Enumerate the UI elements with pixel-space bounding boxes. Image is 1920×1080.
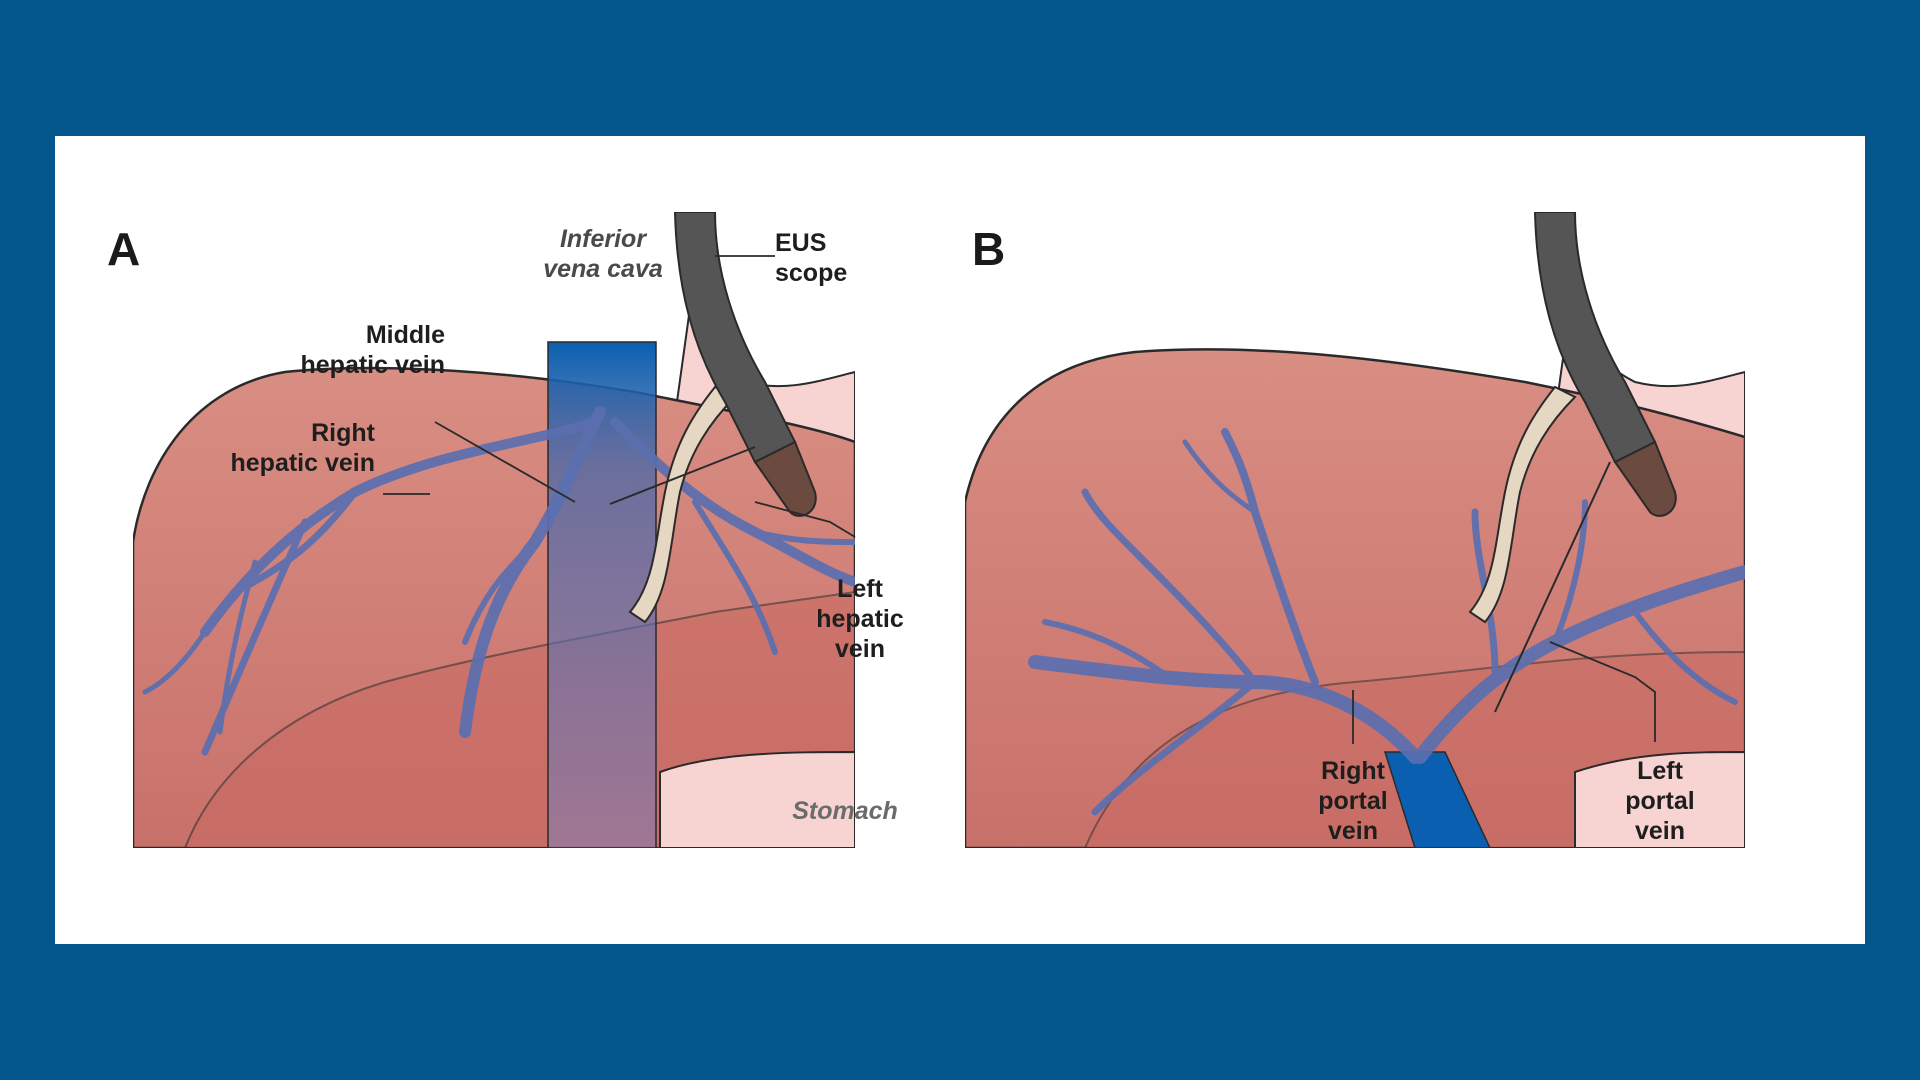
label-right-portal-vein: Right portal vein [1318,757,1388,845]
eus-scope-tip [753,440,817,517]
label-inferior-vena-cava: Inferior vena cava [543,225,663,283]
label-eus-scope: EUS scope [775,229,848,287]
label-left-portal-vein: Left portal vein [1625,757,1695,845]
figure-frame: A Inferior vena cava EUS scope Middle he… [55,136,1865,944]
stomach-shape-b [1574,751,1745,848]
falciform-ligament-b [1468,385,1577,624]
portal-veins [1028,428,1745,816]
panel-b: B Right portal vein Left portal vein [935,212,1815,848]
panel-a: A Inferior vena cava EUS scope Middle he… [55,212,935,848]
panel-a-letter: A [107,223,141,275]
leader-lines-b [1352,641,1656,744]
eus-scope-tip-b [1613,440,1677,517]
label-middle-hepatic-vein: Middle hepatic vein [300,321,446,379]
panel-a-illustration [133,212,856,848]
falciform-ligament [628,385,737,624]
stomach-shape [659,751,855,848]
label-left-hepatic-vein: Left hepatic vein [816,575,904,663]
hepatic-veins [142,406,855,756]
eus-needle-b [1494,461,1611,713]
panel-b-illustration [965,212,1745,848]
leader-lines [383,255,856,538]
label-stomach: Stomach [792,797,898,825]
panel-b-letter: B [972,223,1006,275]
eus-needle [609,446,756,505]
label-right-hepatic-vein: Right hepatic vein [230,419,376,477]
